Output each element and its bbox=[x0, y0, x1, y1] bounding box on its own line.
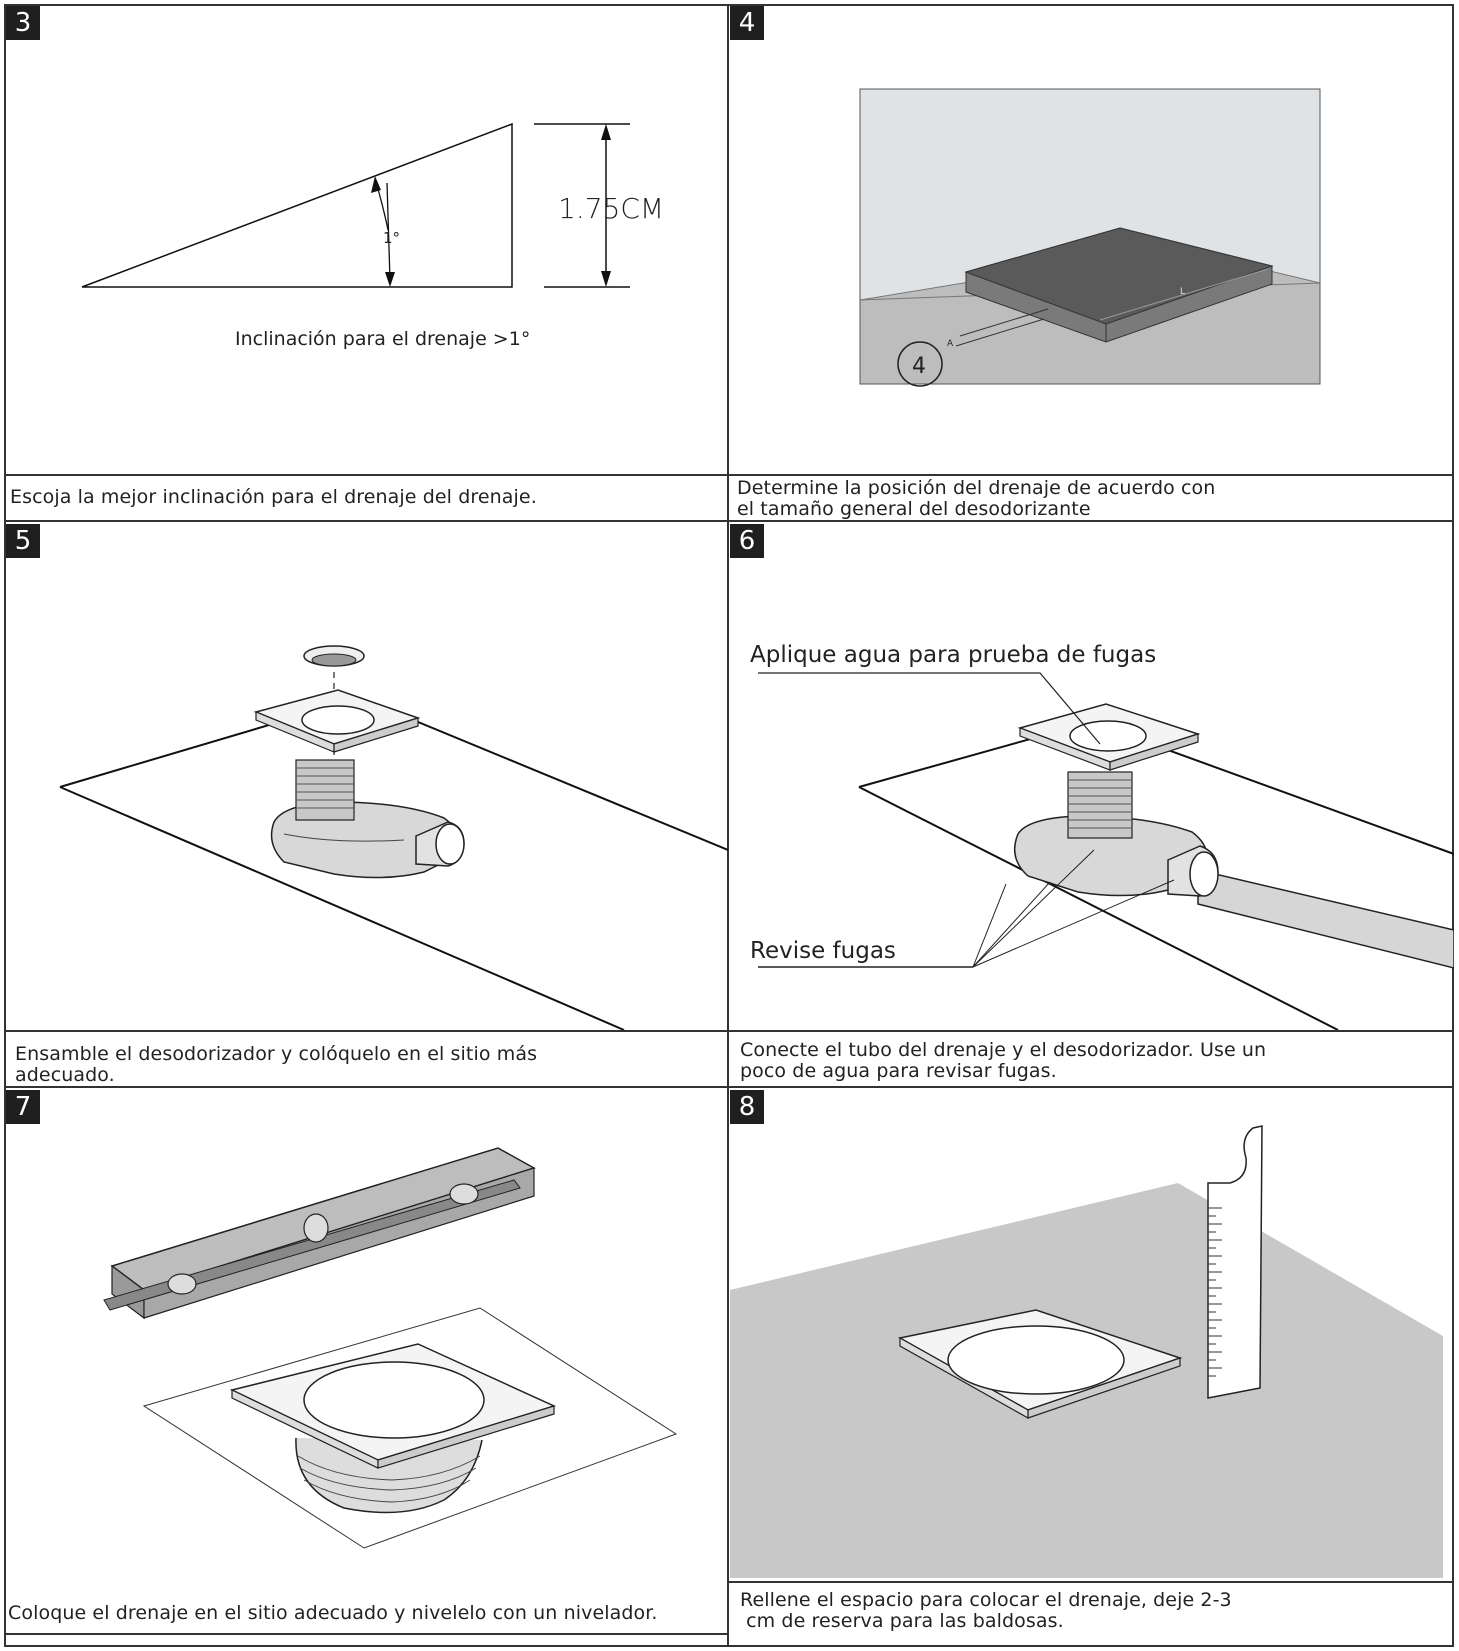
circle-label: 4 bbox=[912, 354, 926, 379]
caption-line: Coloque el drenaje en el sitio adecuado … bbox=[8, 1602, 658, 1624]
row-divider bbox=[4, 1633, 728, 1635]
figure-caption: Inclinación para el drenaje >1° bbox=[235, 328, 530, 350]
caption-line: el tamaño general del desodorizante bbox=[737, 498, 1091, 520]
step-number-badge: 8 bbox=[730, 1090, 764, 1124]
step-caption: Ensamble el desodorizador y colóquelo en… bbox=[15, 1044, 715, 1086]
slope-diagram: 1.75CM 1° Inclinación para el drenaje >1… bbox=[81, 122, 664, 350]
leveling-illustration bbox=[103, 1147, 678, 1549]
caption-line: cm de reserva para las baldosas. bbox=[740, 1610, 1064, 1632]
caption-line: adecuado. bbox=[15, 1064, 115, 1086]
step-number-badge: 3 bbox=[6, 6, 40, 40]
caption-line: Determine la posición del drenaje de acu… bbox=[737, 477, 1216, 499]
callout-check-leaks: Revise fugas bbox=[750, 938, 896, 964]
caption-line: poco de agua para revisar fugas. bbox=[740, 1060, 1057, 1082]
row-divider bbox=[728, 1581, 1454, 1583]
row-divider bbox=[4, 520, 1454, 522]
floor-placement-diagram: L A 4 bbox=[859, 88, 1321, 387]
fill-reserve-illustration bbox=[730, 1125, 1443, 1578]
row-divider bbox=[4, 474, 1454, 476]
step-number-badge: 5 bbox=[6, 524, 40, 558]
row-divider bbox=[4, 1086, 1454, 1088]
offset-label: A bbox=[947, 339, 954, 349]
caption-line: Ensamble el desodorizador y colóquelo en… bbox=[15, 1043, 538, 1065]
step-caption: Coloque el drenaje en el sitio adecuado … bbox=[8, 1603, 728, 1624]
step-number-badge: 4 bbox=[730, 6, 764, 40]
dimension-label: 1.75CM bbox=[558, 192, 664, 225]
caption-line: Escoja la mejor inclinación para el dren… bbox=[10, 486, 537, 508]
angle-label: 1° bbox=[383, 229, 400, 247]
step-number-badge: 7 bbox=[6, 1090, 40, 1124]
drain-assembly-illustration bbox=[59, 645, 728, 1030]
row-divider bbox=[4, 1030, 1454, 1032]
step-number-badge: 6 bbox=[730, 524, 764, 558]
step-caption: Escoja la mejor inclinación para el dren… bbox=[10, 487, 720, 508]
step-caption: Determine la posición del drenaje de acu… bbox=[737, 478, 1447, 520]
leak-test-illustration: Aplique agua para prueba de fugas Revise… bbox=[750, 642, 1454, 1030]
column-divider bbox=[727, 4, 729, 1647]
caption-line: Conecte el tubo del drenaje y el desodor… bbox=[740, 1039, 1267, 1061]
step-caption: Rellene el espacio para colocar el drena… bbox=[740, 1590, 1445, 1632]
caption-line: Rellene el espacio para colocar el drena… bbox=[740, 1589, 1232, 1611]
page-frame bbox=[4, 4, 1454, 1647]
length-label: L bbox=[1180, 287, 1185, 297]
step-caption: Conecte el tubo del drenaje y el desodor… bbox=[740, 1040, 1445, 1082]
callout-leak-test: Aplique agua para prueba de fugas bbox=[750, 642, 1156, 668]
